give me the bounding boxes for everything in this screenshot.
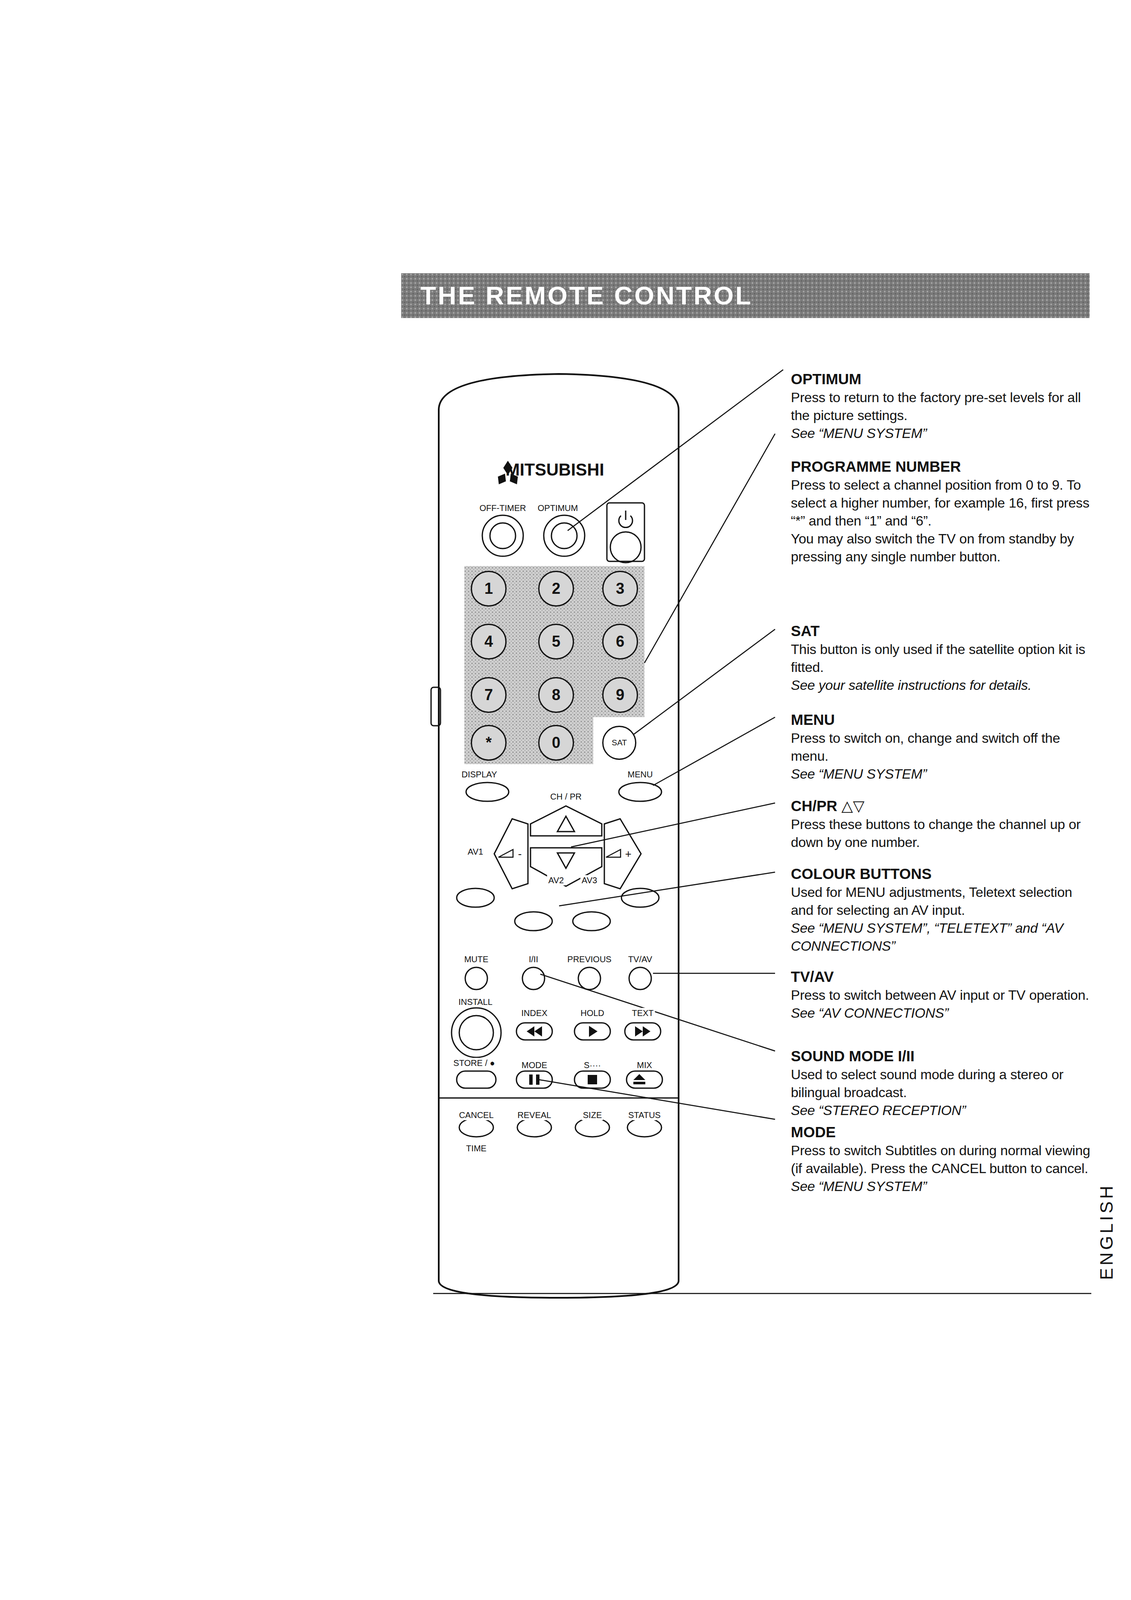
callout-text: You may also switch the TV on from stand… xyxy=(790,529,1095,566)
button-text: 8 xyxy=(551,685,561,704)
callout-block: PROGRAMME NUMBERPress to select a channe… xyxy=(790,457,1095,566)
button-label: - xyxy=(516,848,524,859)
button-label: + xyxy=(623,848,633,859)
callout-heading: PROGRAMME NUMBER xyxy=(790,457,1095,476)
button-label: SIZE xyxy=(581,1109,604,1120)
button-text: 6 xyxy=(615,632,625,651)
callout-text: Used to select sound mode during a stere… xyxy=(790,1065,1095,1102)
callout-heading: COLOUR BUTTONS xyxy=(790,864,1095,884)
button-text: 2 xyxy=(551,579,561,598)
button-text: 5 xyxy=(551,632,561,651)
callout-block: CH/PR △▽Press these buttons to change th… xyxy=(790,796,1095,852)
callout-block: COLOUR BUTTONSUsed for MENU adjustments,… xyxy=(790,864,1095,955)
button-label: PREVIOUS xyxy=(565,953,613,965)
button-label: OFF-TIMER xyxy=(478,502,528,514)
cross-reference: See your satellite instructions for deta… xyxy=(790,676,1095,694)
button-label: REVEAL xyxy=(516,1109,553,1120)
cross-reference: See “MENU SYSTEM” xyxy=(790,764,1095,783)
callout-heading: CH/PR △▽ xyxy=(790,796,1095,816)
button-text: * xyxy=(485,733,492,752)
page-title: THE REMOTE CONTROL xyxy=(420,280,753,311)
button-text: SAT xyxy=(611,737,627,748)
button-label: OPTIMUM xyxy=(536,502,580,514)
callout-heading: MODE xyxy=(790,1122,1095,1142)
button-label: INDEX xyxy=(519,1007,549,1018)
callout-text: Press to switch between AV input or TV o… xyxy=(790,985,1095,1004)
number-button: * xyxy=(470,724,507,761)
button-label: STORE / ● xyxy=(451,1057,496,1068)
callout-heading: OPTIMUM xyxy=(790,369,1095,389)
cross-reference: See “MENU SYSTEM” xyxy=(790,424,1095,443)
number-button: 5 xyxy=(538,623,575,660)
callout-block: SOUND MODE I/IIUsed to select sound mode… xyxy=(790,1046,1095,1120)
callout-block: MENUPress to switch on, change and switc… xyxy=(790,710,1095,783)
button-text: 1 xyxy=(484,579,493,598)
sat-button: SAT xyxy=(602,725,637,760)
button-label: INSTALL xyxy=(457,996,494,1007)
button-label: TIME xyxy=(464,1142,488,1154)
button-label: MODE xyxy=(520,1059,549,1070)
button-text: 9 xyxy=(615,685,625,704)
button-label: MIX xyxy=(635,1059,654,1070)
cross-reference: See “AV CONNECTIONS” xyxy=(790,1003,1095,1022)
callout-heading: MENU xyxy=(790,710,1095,729)
button-label: TEXT xyxy=(630,1007,655,1018)
number-button: 1 xyxy=(470,570,507,607)
number-button: 7 xyxy=(470,676,507,713)
callout-heading: SAT xyxy=(790,621,1095,641)
number-button: 0 xyxy=(538,724,575,761)
callout-heading: SOUND MODE I/II xyxy=(790,1046,1095,1066)
cross-reference: See “MENU SYSTEM” xyxy=(790,1177,1095,1196)
callout-block: MODEPress to switch Subtitles on during … xyxy=(790,1122,1095,1196)
callout-block: TV/AVPress to switch between AV input or… xyxy=(790,967,1095,1022)
brand-logo: MITSUBISHI xyxy=(505,459,604,480)
button-label: STATUS xyxy=(626,1109,662,1120)
button-label: MUTE xyxy=(463,953,490,965)
number-button: 8 xyxy=(538,676,575,713)
number-button: 9 xyxy=(602,676,639,713)
number-button: 6 xyxy=(602,623,639,660)
button-label: DISPLAY xyxy=(460,769,499,780)
language-tab: ENGLISH xyxy=(1096,1183,1118,1280)
button-label: CH / PR xyxy=(548,791,583,802)
button-text: 3 xyxy=(615,579,625,598)
button-label: AV3 xyxy=(580,874,599,886)
callout-heading: TV/AV xyxy=(790,967,1095,986)
button-label: AV2 xyxy=(547,874,566,886)
callout-block: SATThis button is only used if the satel… xyxy=(790,621,1095,694)
callout-text: This button is only used if the satellit… xyxy=(790,640,1095,677)
callout-text: Press to return to the factory pre-set l… xyxy=(790,388,1095,425)
button-label: AV1 xyxy=(466,846,485,857)
number-button: 4 xyxy=(470,623,507,660)
callout-text: Press to select a channel position from … xyxy=(790,475,1095,530)
callout-block: OPTIMUMPress to return to the factory pr… xyxy=(790,369,1095,443)
callout-text: Press these buttons to change the channe… xyxy=(790,815,1095,852)
number-button: 3 xyxy=(602,570,639,607)
button-label: TV/AV xyxy=(626,953,654,965)
button-label: MENU xyxy=(626,769,655,780)
button-label: HOLD xyxy=(579,1007,606,1018)
number-button: 2 xyxy=(538,570,575,607)
button-label: S···· xyxy=(582,1059,603,1070)
cross-reference: See “STEREO RECEPTION” xyxy=(790,1101,1095,1120)
cross-reference: See “MENU SYSTEM”, “TELETEXT” and “AV CO… xyxy=(790,918,1095,955)
callout-text: Used for MENU adjustments, Teletext sele… xyxy=(790,883,1095,919)
callout-text: Press to switch Subtitles on during norm… xyxy=(790,1141,1095,1178)
button-label: CANCEL xyxy=(457,1109,495,1120)
button-label: I/II xyxy=(527,953,540,965)
button-text: 0 xyxy=(551,733,561,752)
button-text: 7 xyxy=(484,685,493,704)
button-text: 4 xyxy=(484,632,493,651)
callout-text: Press to switch on, change and switch of… xyxy=(790,728,1095,765)
